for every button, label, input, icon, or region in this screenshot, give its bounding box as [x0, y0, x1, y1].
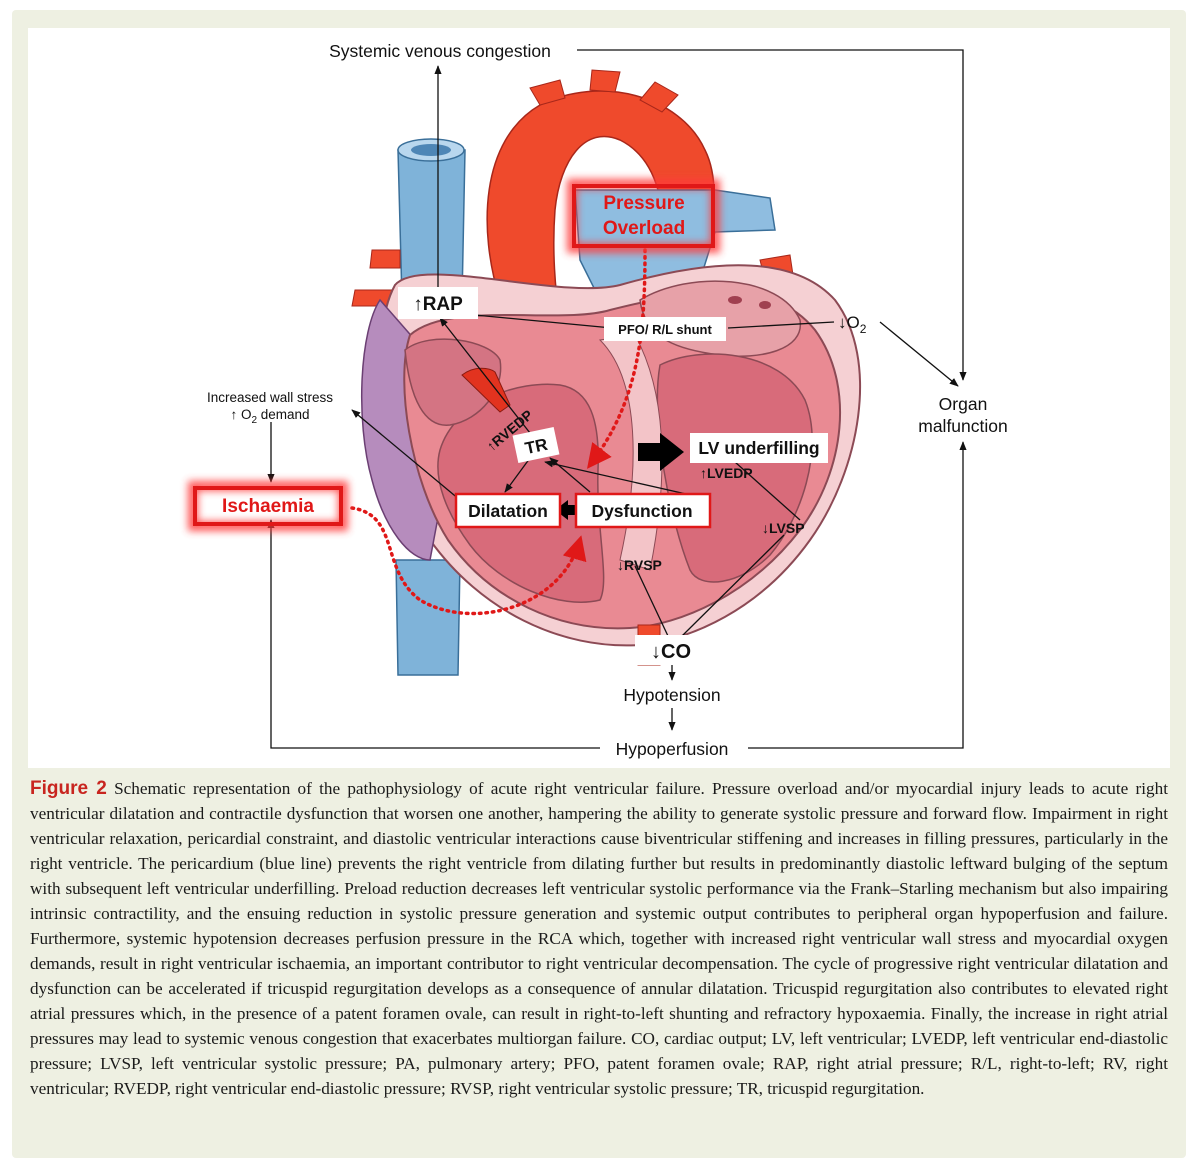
- pressure-overload-path: [587, 248, 647, 469]
- labels: Systemic venous congestion ↑RAP Pressure…: [188, 41, 1008, 759]
- label-organ: Organ: [939, 394, 988, 414]
- label-hypoperfusion: Hypoperfusion: [616, 739, 729, 759]
- label-pfo-shunt: PFO/ R/L shunt: [618, 322, 712, 337]
- ischaemia-box: [193, 486, 343, 526]
- label-pressure: Pressure: [603, 193, 684, 214]
- tricuspid-leaflet: [461, 367, 511, 413]
- line-hypoperfusion-to-organ: [748, 441, 967, 749]
- label-lvsp: ↓LVSP: [762, 520, 805, 536]
- label-rap: ↑RAP: [413, 294, 463, 315]
- label-ischaemia: Ischaemia: [222, 496, 314, 517]
- label-overload: Overload: [603, 218, 685, 239]
- label-malfunction: malfunction: [918, 416, 1008, 436]
- right-atrium: [360, 298, 446, 561]
- inferior-vena-cava: [395, 559, 461, 676]
- heart-illustration: [351, 69, 861, 676]
- label-hypotension: Hypotension: [623, 685, 720, 705]
- label-lvedp: ↑LVEDP: [700, 465, 753, 481]
- ischaemia-path: [350, 506, 587, 616]
- line-congestion-to-organ: [577, 49, 967, 381]
- label-systemic-venous-congestion: Systemic venous congestion: [329, 41, 551, 61]
- pressure-overload-box: [572, 184, 715, 248]
- figure-caption: Figure 2 Schematic representation of the…: [30, 776, 1168, 1101]
- lv-underfilling-arrow: [638, 433, 684, 471]
- label-lv-underfilling: LV underfilling: [698, 438, 819, 458]
- figure-label: Figure 2: [30, 778, 107, 799]
- heart-diagram: Systemic venous congestion ↑RAP Pressure…: [188, 41, 1008, 759]
- arrow-o2-to-organ: [879, 321, 959, 387]
- caption-text: Schematic representation of the pathophy…: [30, 779, 1169, 1098]
- dysfunction-box: [574, 492, 712, 529]
- label-o2-demand: ↑ O2 demand: [230, 407, 309, 426]
- label-dysfunction: Dysfunction: [591, 501, 692, 521]
- label-rvsp: ↓RVSP: [617, 557, 662, 573]
- label-co: ↓CO: [651, 641, 691, 663]
- red-dotted-paths: [350, 248, 647, 616]
- label-tr: TR: [523, 435, 549, 458]
- label-wall-stress: Increased wall stress: [207, 390, 333, 405]
- label-dilatation: Dilatation: [468, 501, 548, 521]
- flow-lines: [267, 49, 967, 749]
- dilatation-box: [454, 492, 562, 529]
- label-low-o2: ↓O2: [838, 313, 867, 336]
- line-hypoperfusion-to-ischaemia: [267, 519, 600, 749]
